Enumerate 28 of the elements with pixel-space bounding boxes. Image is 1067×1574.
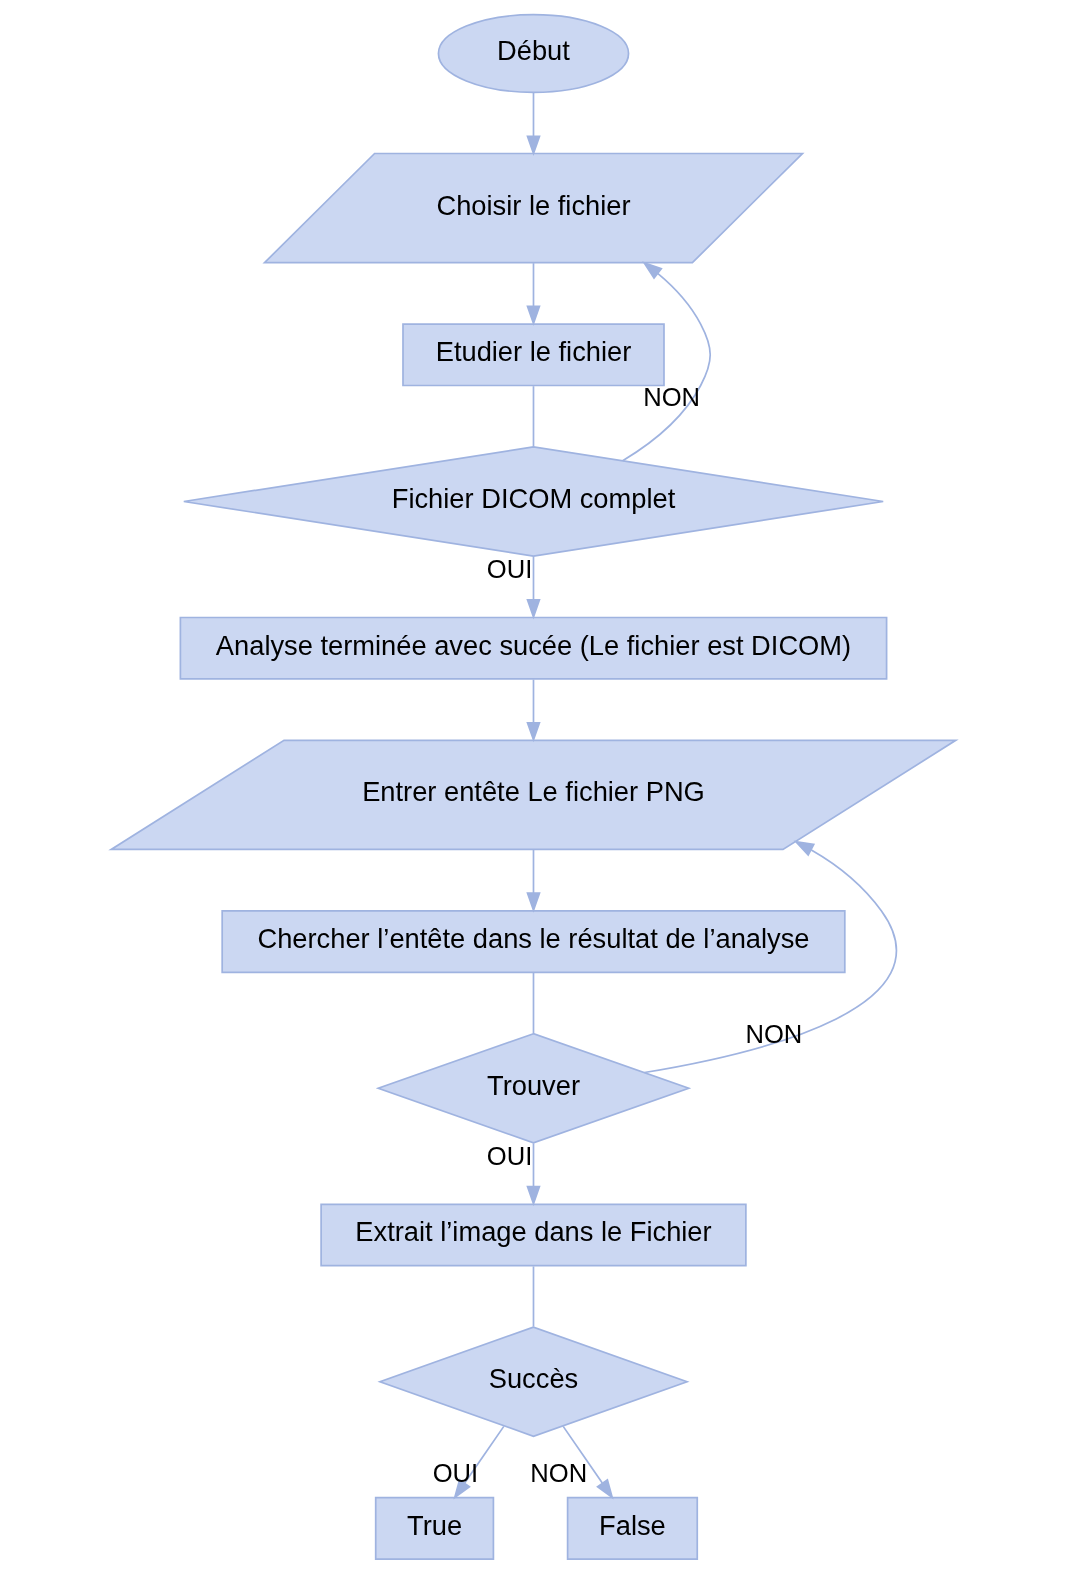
- node-diamond: Fichier DICOM complet: [182, 446, 885, 557]
- node-box: Chercher l’entête dans le résultat de l’analyse: [221, 910, 846, 974]
- edge-label: NON: [530, 1459, 588, 1488]
- arrow: [526, 678, 541, 743]
- connector: [532, 1265, 535, 1328]
- node-box: False: [566, 1496, 699, 1560]
- edge-label: OUI: [486, 1141, 533, 1170]
- edge-label: OUI: [486, 554, 533, 583]
- node-box: Etudier le fichier: [402, 323, 665, 387]
- node-diamond: Succès: [377, 1326, 690, 1438]
- node-ellipse: Début: [437, 13, 630, 94]
- arrow: [526, 849, 541, 913]
- node-box: Analyse terminée avec sucée (Le fichier est DICOM): [179, 616, 888, 680]
- edge-label: OUI: [432, 1459, 479, 1488]
- arrow: [526, 1142, 541, 1207]
- node-box: True: [374, 1496, 495, 1560]
- edge-label: NON: [745, 1020, 803, 1048]
- connector: [532, 385, 535, 448]
- arrow: [526, 91, 541, 157]
- arrow: [621, 261, 712, 462]
- arrow: [526, 555, 541, 620]
- arrow: [526, 262, 541, 326]
- arrow: [453, 1425, 505, 1500]
- arrow: [643, 840, 898, 1074]
- node-diamond: Trouver: [375, 1032, 692, 1144]
- node-box: Extrait l’image dans le Fichier: [320, 1203, 747, 1267]
- connector: [532, 972, 535, 1035]
- arrow: [562, 1425, 614, 1500]
